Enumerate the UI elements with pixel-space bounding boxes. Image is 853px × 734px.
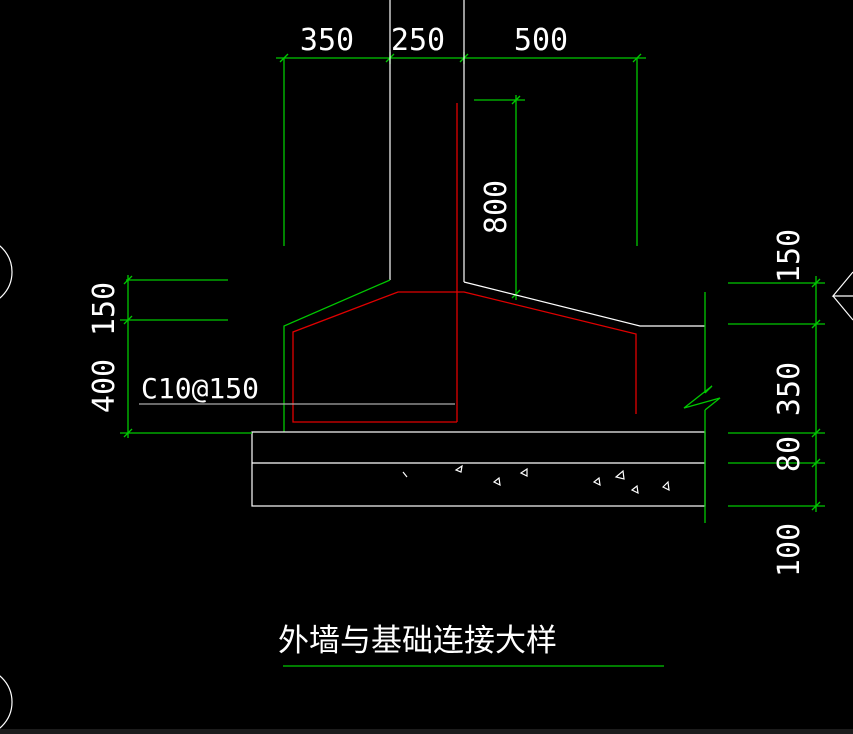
tick-mark (811, 458, 821, 468)
dim-text-250-top: 250 (391, 23, 445, 58)
bottom-edge-strip (0, 729, 853, 734)
tick-mark (632, 53, 642, 63)
footing-slope-left (283, 279, 391, 432)
tick-mark (511, 95, 521, 105)
tick-mark (811, 428, 821, 438)
footing-cushion (251, 431, 706, 507)
tick-mark (123, 275, 133, 285)
footing-rebar-loop (292, 291, 637, 423)
rebar-label: C10@150 (141, 372, 259, 405)
tick-mark (279, 53, 289, 63)
tick-mark (811, 501, 821, 511)
wall-depth-dimension-group: 800 (474, 95, 525, 300)
section-marker-circle-upper (0, 245, 13, 299)
tick-mark (811, 319, 821, 329)
drawing-title: 外墙与基础连接大样 (278, 623, 557, 659)
dim-text-500-top: 500 (514, 23, 568, 58)
ground-slope-right (463, 281, 705, 327)
left-dimension-group: 150 400 (87, 275, 252, 438)
top-dimension-group: 350 250 500 (276, 23, 646, 246)
tick-mark (511, 289, 521, 299)
dim-text-80-right: 80 (772, 436, 807, 472)
break-line-zigzag (683, 385, 721, 411)
gravel-hatch (402, 464, 670, 495)
dim-text-350-right: 350 (772, 362, 807, 416)
tick-mark (123, 428, 133, 438)
tick-mark (811, 278, 821, 288)
section-marker-circle-lower (0, 675, 13, 729)
dim-text-400-left: 400 (87, 359, 122, 413)
elevation-marker-icon (831, 271, 853, 297)
dim-text-800: 800 (479, 180, 514, 234)
tick-mark (123, 315, 133, 325)
dim-text-350-top: 350 (300, 23, 354, 58)
elevation-marker-icon (832, 295, 853, 321)
right-dimension-group: 150 350 80 100 (728, 229, 825, 577)
dim-text-150-right: 150 (772, 229, 807, 283)
dim-text-100-right: 100 (772, 523, 807, 577)
dim-text-150-left: 150 (87, 282, 122, 336)
